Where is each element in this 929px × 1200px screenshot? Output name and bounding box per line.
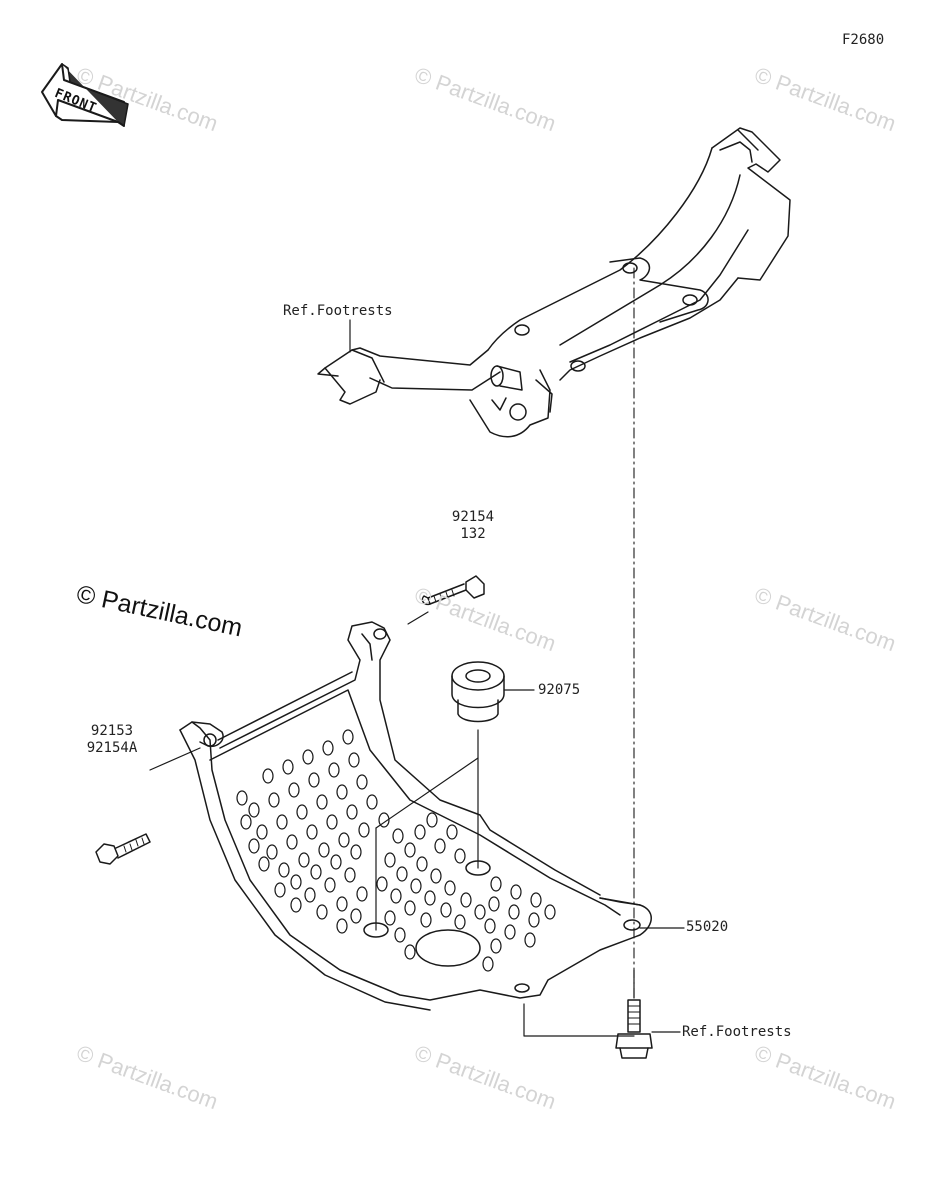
label-leaders <box>149 319 685 1037</box>
part-number-92153: 92153 <box>90 723 134 739</box>
label-92154-group: 92154 132 <box>442 509 504 543</box>
label-ref-footrests-bottom: Ref.Footrests <box>682 1024 792 1040</box>
part-number-132: 132 <box>460 526 486 543</box>
part-number-92075: 92075 <box>538 682 581 698</box>
part-number-55020: 55020 <box>686 919 729 935</box>
perforation-holes <box>236 729 556 972</box>
front-arrow-icon <box>41 63 129 127</box>
bolt-92154 <box>421 575 485 606</box>
label-ref-footrests-top: Ref.Footrests <box>283 303 393 319</box>
figure-code: F2680 <box>842 32 885 48</box>
part-number-92154A: 92154A <box>86 740 138 757</box>
skid-plate-55020 <box>179 621 652 1011</box>
label-92153-group: 92153 92154A <box>72 723 152 757</box>
bolt-92153 <box>95 833 151 865</box>
bolt-footrest-ref <box>615 999 653 1059</box>
footrest-bracket <box>317 127 791 438</box>
grommet-92075 <box>451 661 505 723</box>
part-number-92154: 92154 <box>451 509 495 525</box>
